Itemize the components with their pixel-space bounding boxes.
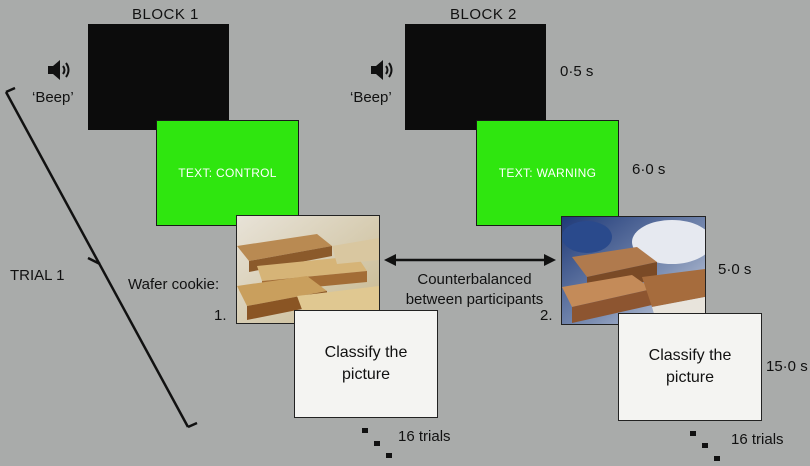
stimulus-label: Wafer cookie: [128,276,220,293]
classify-screen-block-1: Classify the picture [294,310,438,418]
trial-label: TRIAL 1 [10,267,65,284]
counterbalanced-label: Counterbalanced between participants [405,271,544,308]
double-arrow [384,254,556,266]
speaker-icon [48,60,70,80]
trials-label-block-1: 16 trials [398,428,451,445]
beep-label-block-2: ‘Beep’ [350,89,392,106]
text-screen-block-2: TEXT: WARNING [476,120,619,226]
block-2-title: BLOCK 2 [450,6,517,23]
duration-beep-screen: 0·5 s [560,63,594,80]
wafer-photo-block-2 [561,216,706,325]
ellipsis-dots-block-1 [362,428,392,458]
classify-text-block-1: Classify the picture [324,344,408,383]
block-1-title: BLOCK 1 [132,6,199,23]
beep-label-block-1: ‘Beep’ [32,89,74,106]
duration-picture: 5·0 s [718,261,752,278]
black-screen-block-1 [88,24,229,130]
ellipsis-dots-block-2 [690,431,720,461]
black-screen-block-2 [405,24,546,130]
duration-text-screen: 6·0 s [632,161,666,178]
stimulus-number-2: 2. [540,307,553,324]
trials-label-block-2: 16 trials [731,431,784,448]
classify-text-block-2: Classify the picture [648,347,732,386]
speaker-icon [371,60,393,80]
duration-classify: 15·0 s [766,358,808,375]
trial-bracket [4,86,198,429]
classify-screen-block-2: Classify the picture [618,313,762,421]
stimulus-number-1: 1. [214,307,227,324]
text-screen-block-1: TEXT: CONTROL [156,120,299,226]
